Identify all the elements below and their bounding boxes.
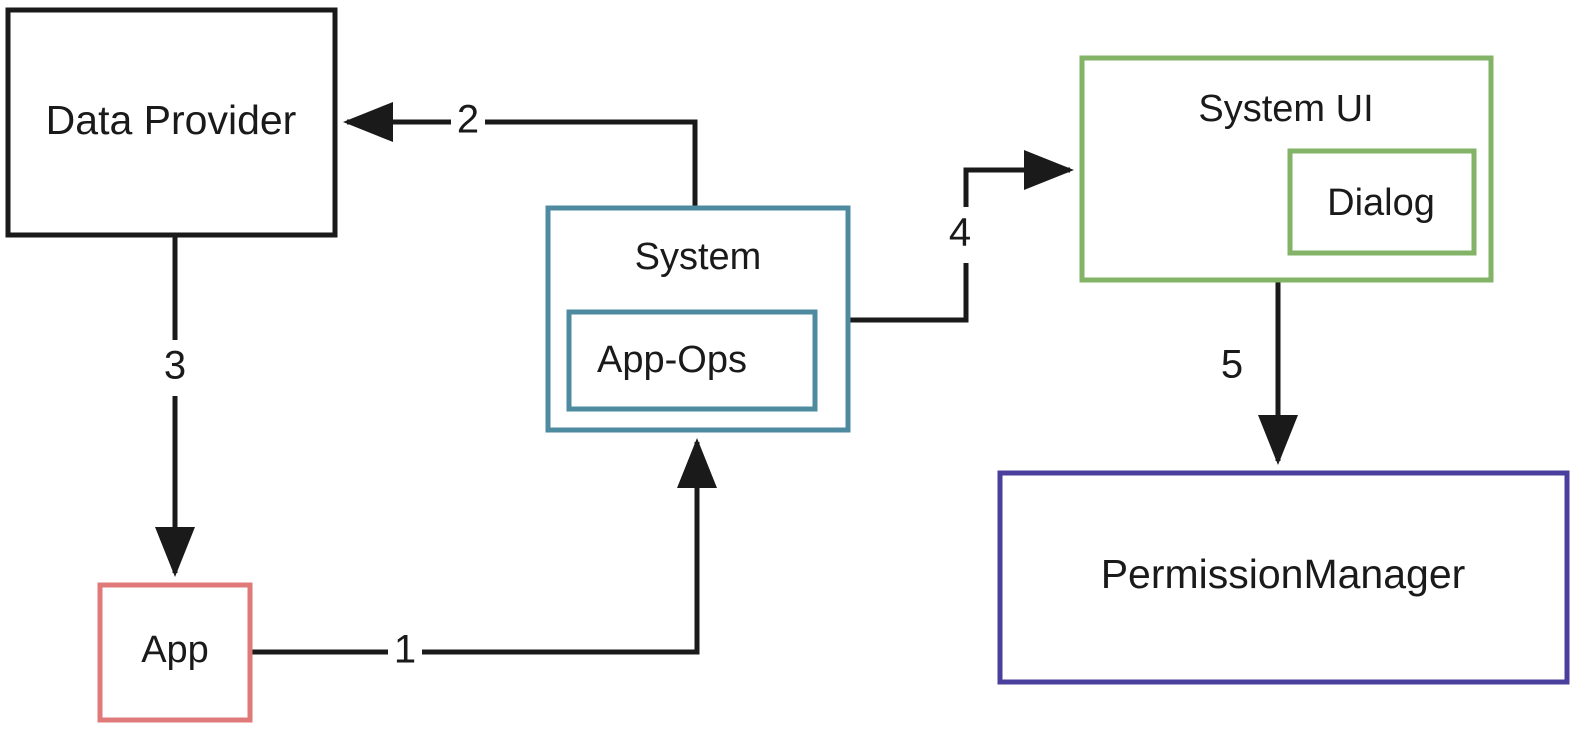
node-app-ops-box <box>566 309 818 412</box>
edge-2-label-group: 2 <box>451 98 485 145</box>
node-permission-manager-box <box>997 470 1570 685</box>
node-dialog-box <box>1287 148 1477 256</box>
node-data-provider[interactable]: Data Provider <box>5 7 338 238</box>
edge-2-label-backdrop <box>451 99 485 145</box>
node-dialog-label: Dialog <box>1327 182 1435 224</box>
edge-app-to-system <box>250 437 717 655</box>
node-system-label: System <box>635 236 762 278</box>
node-permission-manager-label: PermissionManager <box>1101 551 1466 597</box>
node-app-ops-label: App-Ops <box>597 339 747 381</box>
edge-5-label: 5 <box>1221 343 1243 387</box>
node-data-provider-box <box>5 7 338 238</box>
edge-4-label-group: 4 <box>942 207 978 263</box>
edge-4-label: 4 <box>949 211 971 255</box>
edge-3-label-group: 3 <box>158 340 192 396</box>
edge-labels-layer: 1 2 3 4 5 <box>158 98 1243 675</box>
edge-3-label: 3 <box>164 344 186 388</box>
edge-4-label-backdrop <box>942 207 978 263</box>
node-dialog[interactable]: Dialog <box>1287 148 1477 256</box>
edge-5-label-group: 5 <box>1221 343 1243 387</box>
edge-1-label-backdrop <box>388 629 422 675</box>
node-app-ops[interactable]: App-Ops <box>566 309 818 412</box>
edge-1-label-group: 1 <box>388 628 422 675</box>
edge-system-to-data-provider <box>342 102 698 208</box>
node-app-label: App <box>141 629 209 671</box>
node-data-provider-label: Data Provider <box>46 97 297 143</box>
edge-3-label-backdrop <box>158 340 192 396</box>
node-permission-manager[interactable]: PermissionManager <box>997 470 1570 685</box>
node-app[interactable]: App <box>97 582 253 723</box>
edge-1-label: 1 <box>394 628 416 672</box>
node-app-box <box>97 582 253 723</box>
node-system-ui-label: System UI <box>1198 88 1373 130</box>
edge-2-label: 2 <box>457 98 479 142</box>
